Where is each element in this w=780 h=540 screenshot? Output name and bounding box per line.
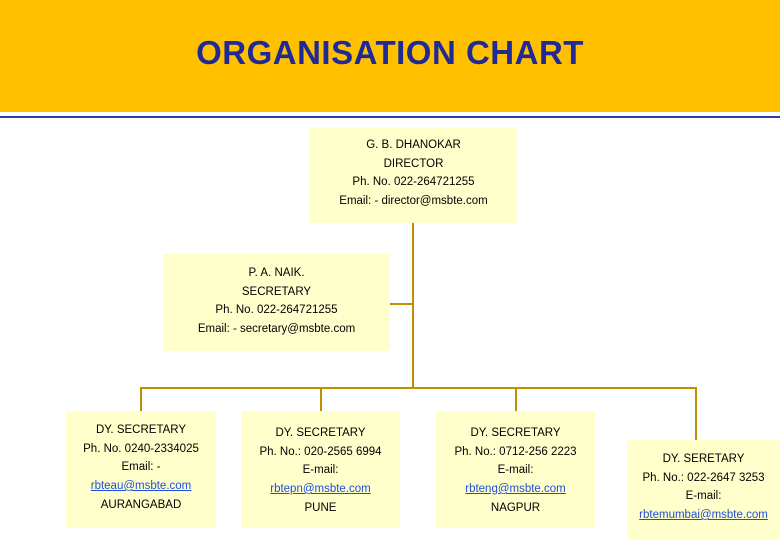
- node-secretary[interactable]: P. A. NAIK. SECRETARY Ph. No. 022-264721…: [163, 254, 390, 351]
- dy-aurangabad-email-label: Email: -: [121, 461, 161, 474]
- header-divider: [0, 116, 780, 118]
- dy-nagpur-designation: DY. SECRETARY: [470, 427, 561, 439]
- dy-mumbai-email-link[interactable]: rbtemumbai@msbte.com: [639, 508, 768, 521]
- dy-aurangabad-email-link[interactable]: rbteau@msbte.com: [90, 479, 192, 492]
- dy-aurangabad-phone: Ph. No. 0240-2334025: [83, 442, 199, 455]
- dy-nagpur-email-link[interactable]: rbteng@msbte.com: [465, 482, 566, 495]
- secretary-designation: SECRETARY: [241, 285, 312, 298]
- dy-pune-designation: DY. SECRETARY: [275, 427, 366, 439]
- dy-mumbai-phone: Ph. No.: 022-2647 3253: [642, 471, 765, 484]
- connector-director-to-secretary: [390, 303, 414, 305]
- node-dy-secretary-mumbai[interactable]: DY. SERETARY Ph. No.: 022-2647 3253 E-ma…: [627, 440, 780, 540]
- connector-drop-nagpur: [515, 387, 517, 412]
- connector-drop-aurangabad: [140, 387, 142, 412]
- page-title: ORGANISATION CHART: [196, 34, 584, 71]
- dy-nagpur-email-label: E-mail:: [497, 464, 534, 477]
- header-banner: ORGANISATION CHART: [0, 0, 780, 112]
- director-name: G. B. DHANOKAR: [366, 139, 461, 151]
- connector-drop-pune: [320, 387, 322, 412]
- dy-pune-email-link[interactable]: rbtepn@msbte.com: [270, 482, 371, 495]
- dy-nagpur-location: NAGPUR: [490, 501, 541, 514]
- node-dy-secretary-pune[interactable]: DY. SECRETARY Ph. No.: 020-2565 6994 E-m…: [241, 411, 400, 528]
- dy-aurangabad-designation: DY. SECRETARY: [95, 424, 187, 436]
- node-dy-secretary-aurangabad[interactable]: DY. SECRETARY Ph. No. 0240-2334025 Email…: [66, 411, 216, 528]
- dy-nagpur-phone: Ph. No.: 0712-256 2223: [454, 445, 577, 458]
- connector-secretary-vertical: [412, 303, 414, 388]
- secretary-email: Email: - secretary@msbte.com: [197, 322, 356, 335]
- director-designation: DIRECTOR: [383, 157, 444, 170]
- dy-mumbai-designation: DY. SERETARY: [662, 453, 745, 465]
- director-phone: Ph. No. 022-264721255: [352, 176, 475, 189]
- dy-pune-phone: Ph. No.: 020-2565 6994: [259, 445, 382, 458]
- secretary-name: P. A. NAIK.: [248, 267, 305, 279]
- connector-branch-bar: [140, 387, 697, 389]
- dy-aurangabad-location: AURANGABAD: [100, 498, 182, 511]
- node-director[interactable]: G. B. DHANOKAR DIRECTOR Ph. No. 022-2647…: [310, 128, 517, 223]
- dy-mumbai-email-label: E-mail:: [685, 490, 722, 503]
- dy-pune-email-label: E-mail:: [302, 464, 339, 477]
- connector-drop-mumbai: [695, 387, 697, 441]
- director-email: Email: - director@msbte.com: [339, 194, 488, 207]
- connector-director-vertical: [412, 223, 414, 304]
- secretary-phone: Ph. No. 022-264721255: [215, 304, 338, 317]
- dy-pune-location: PUNE: [304, 501, 337, 514]
- node-dy-secretary-nagpur[interactable]: DY. SECRETARY Ph. No.: 0712-256 2223 E-m…: [436, 411, 595, 528]
